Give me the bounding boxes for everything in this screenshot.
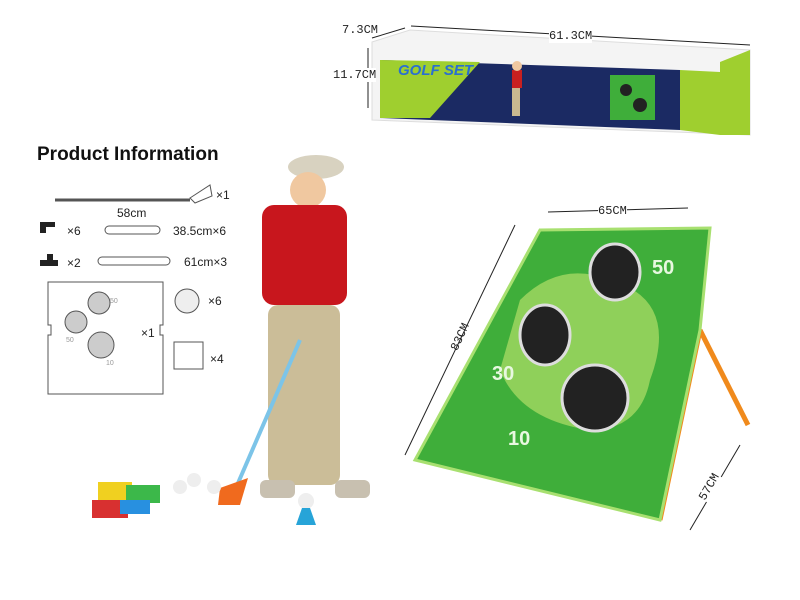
box-height: 11.7CM [333, 68, 377, 82]
ball-qty: ×6 [208, 294, 222, 308]
target-score: 10 [106, 360, 114, 367]
tee-qty: ×2 [67, 256, 81, 270]
net-score-50: 50 [652, 257, 675, 279]
net-width: 65CM [598, 204, 627, 218]
product-info-title: Product Information [37, 144, 219, 165]
net-score-30: 30 [492, 363, 515, 385]
box-length: 61.3CM [549, 29, 593, 43]
target-qty: ×1 [141, 326, 155, 340]
short-pole: 38.5cm×6 [173, 224, 227, 238]
target-net [412, 226, 751, 522]
beanbag-qty: ×4 [210, 352, 224, 366]
product-box [371, 29, 751, 136]
corner-qty: ×6 [67, 224, 81, 238]
long-pole: 61cm×3 [184, 255, 228, 269]
club-length: 58cm [117, 206, 147, 220]
parts-drawings [47, 184, 213, 395]
net-score-10: 10 [508, 428, 531, 450]
box-depth: 7.3CM [342, 23, 379, 37]
box-brand: GOLF SET [398, 62, 473, 79]
target-score: 50 [110, 298, 118, 305]
club-qty: ×1 [216, 188, 230, 202]
boy-golfer [92, 155, 370, 525]
target-score: 50 [66, 337, 74, 344]
